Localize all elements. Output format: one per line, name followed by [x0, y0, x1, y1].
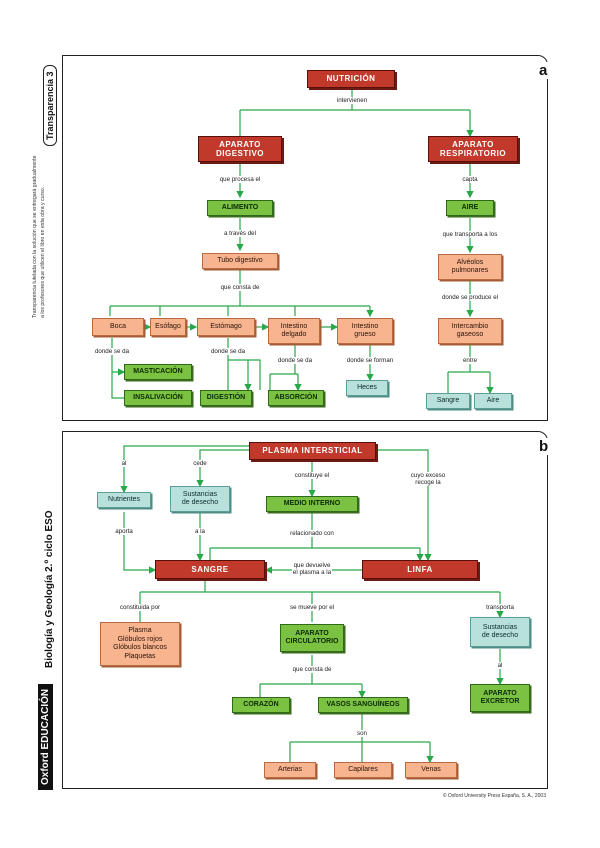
- label-al-2: al: [496, 662, 504, 669]
- label-capta: capta: [461, 176, 479, 183]
- label-donde-produce: donde se produce el: [440, 294, 500, 301]
- label-son: son: [356, 730, 368, 737]
- node-vasos-sanguineos: VASOS SANGUÍNEOS: [318, 697, 408, 713]
- label-a-traves: a través del: [223, 230, 257, 237]
- label-relacionado: relacionado con: [289, 530, 335, 537]
- node-aire-2: Aire: [474, 393, 512, 409]
- node-capilares: Capilares: [334, 762, 392, 778]
- node-estomago: Estómago: [197, 318, 255, 336]
- label-al: al: [120, 460, 128, 467]
- label-que-transporta: que transporta a los: [441, 231, 499, 238]
- node-heces: Heces: [346, 380, 388, 396]
- label-donde-se-da: donde se da: [209, 348, 247, 355]
- node-aparato-excretor: APARATO EXCRETOR: [470, 684, 530, 712]
- node-masticacion: MASTICACIÓN: [124, 364, 192, 380]
- node-intestino-grueso: Intestino grueso: [337, 318, 393, 344]
- node-sustancias-desecho: Sustancias de desecho: [170, 486, 230, 512]
- node-absorcion: ABSORCIÓN: [268, 390, 324, 406]
- label-se-mueve: se mueve por el: [288, 604, 336, 611]
- node-medio-interno: MEDIO INTERNO: [266, 496, 358, 512]
- node-esofago: Esófago: [150, 318, 186, 336]
- node-venas: Venas: [405, 762, 457, 778]
- node-boca: Boca: [92, 318, 144, 336]
- label-donde-se-da: donde se da: [93, 348, 131, 355]
- node-alimento: ALIMENTO: [207, 200, 273, 216]
- node-nutrientes: Nutrientes: [97, 492, 151, 508]
- label-transporta: transporta: [485, 604, 515, 611]
- label-que-consta: que consta de: [219, 284, 261, 291]
- label-cede: cede: [192, 460, 208, 467]
- label-que-consta-b: que consta de: [291, 666, 333, 673]
- node-plasma-intersticial: PLASMA INTERSTICIAL: [249, 442, 376, 460]
- node-aparato-respiratorio: APARATO RESPIRATORIO: [428, 136, 518, 162]
- panel-a-tag: a: [536, 62, 551, 79]
- label-intervienen: intervienen: [335, 97, 369, 104]
- node-nutricion: NUTRICIÓN: [307, 70, 395, 88]
- node-digestion: DIGESTIÓN: [200, 390, 252, 406]
- node-intestino-delgado: Intestino delgado: [268, 318, 320, 344]
- node-tubo-digestivo: Tubo digestivo: [202, 253, 278, 269]
- node-aparato-circulatorio: APARATO CIRCULATORIO: [280, 624, 344, 652]
- node-sangre-a: Sangre: [426, 393, 470, 409]
- panel-b-tag: b: [536, 438, 552, 455]
- node-corazon: CORAZÓN: [232, 697, 290, 713]
- node-intercambio: Intercambio gaseoso: [438, 318, 502, 344]
- node-componentes-sangre: Plasma Glóbulos rojos Glóbulos blancos P…: [100, 622, 180, 666]
- label-aporta: aporta: [114, 528, 134, 535]
- node-alveolos: Alvéolos pulmonares: [438, 254, 502, 280]
- node-aparato-digestivo: APARATO DIGESTIVO: [198, 136, 282, 162]
- label-entre: entre: [461, 357, 479, 364]
- label-devuelve: que devuelve el plasma a la: [291, 562, 333, 576]
- node-arterias: Arterias: [264, 762, 316, 778]
- node-sangre: SANGRE: [155, 560, 265, 579]
- node-linfa: LINFA: [362, 560, 478, 579]
- label-que-procesa: que procesa el: [218, 176, 262, 183]
- label-cuyo-exceso: cuyo exceso recoge la: [409, 472, 447, 486]
- label-constituida: constituida por: [118, 604, 162, 611]
- node-aire: AIRE: [446, 200, 494, 216]
- copyright: © Oxford University Press España, S. A.,…: [442, 793, 546, 799]
- node-insalivacion: INSALIVACIÓN: [124, 390, 192, 406]
- label-donde-se-forman: donde se forman: [345, 357, 395, 364]
- label-a-la: a la: [194, 528, 206, 535]
- label-donde-se-da: donde se da: [276, 357, 314, 364]
- node-sustancias-desecho-2: Sustancias de desecho: [470, 617, 530, 647]
- label-constituye: constituye el: [293, 472, 331, 479]
